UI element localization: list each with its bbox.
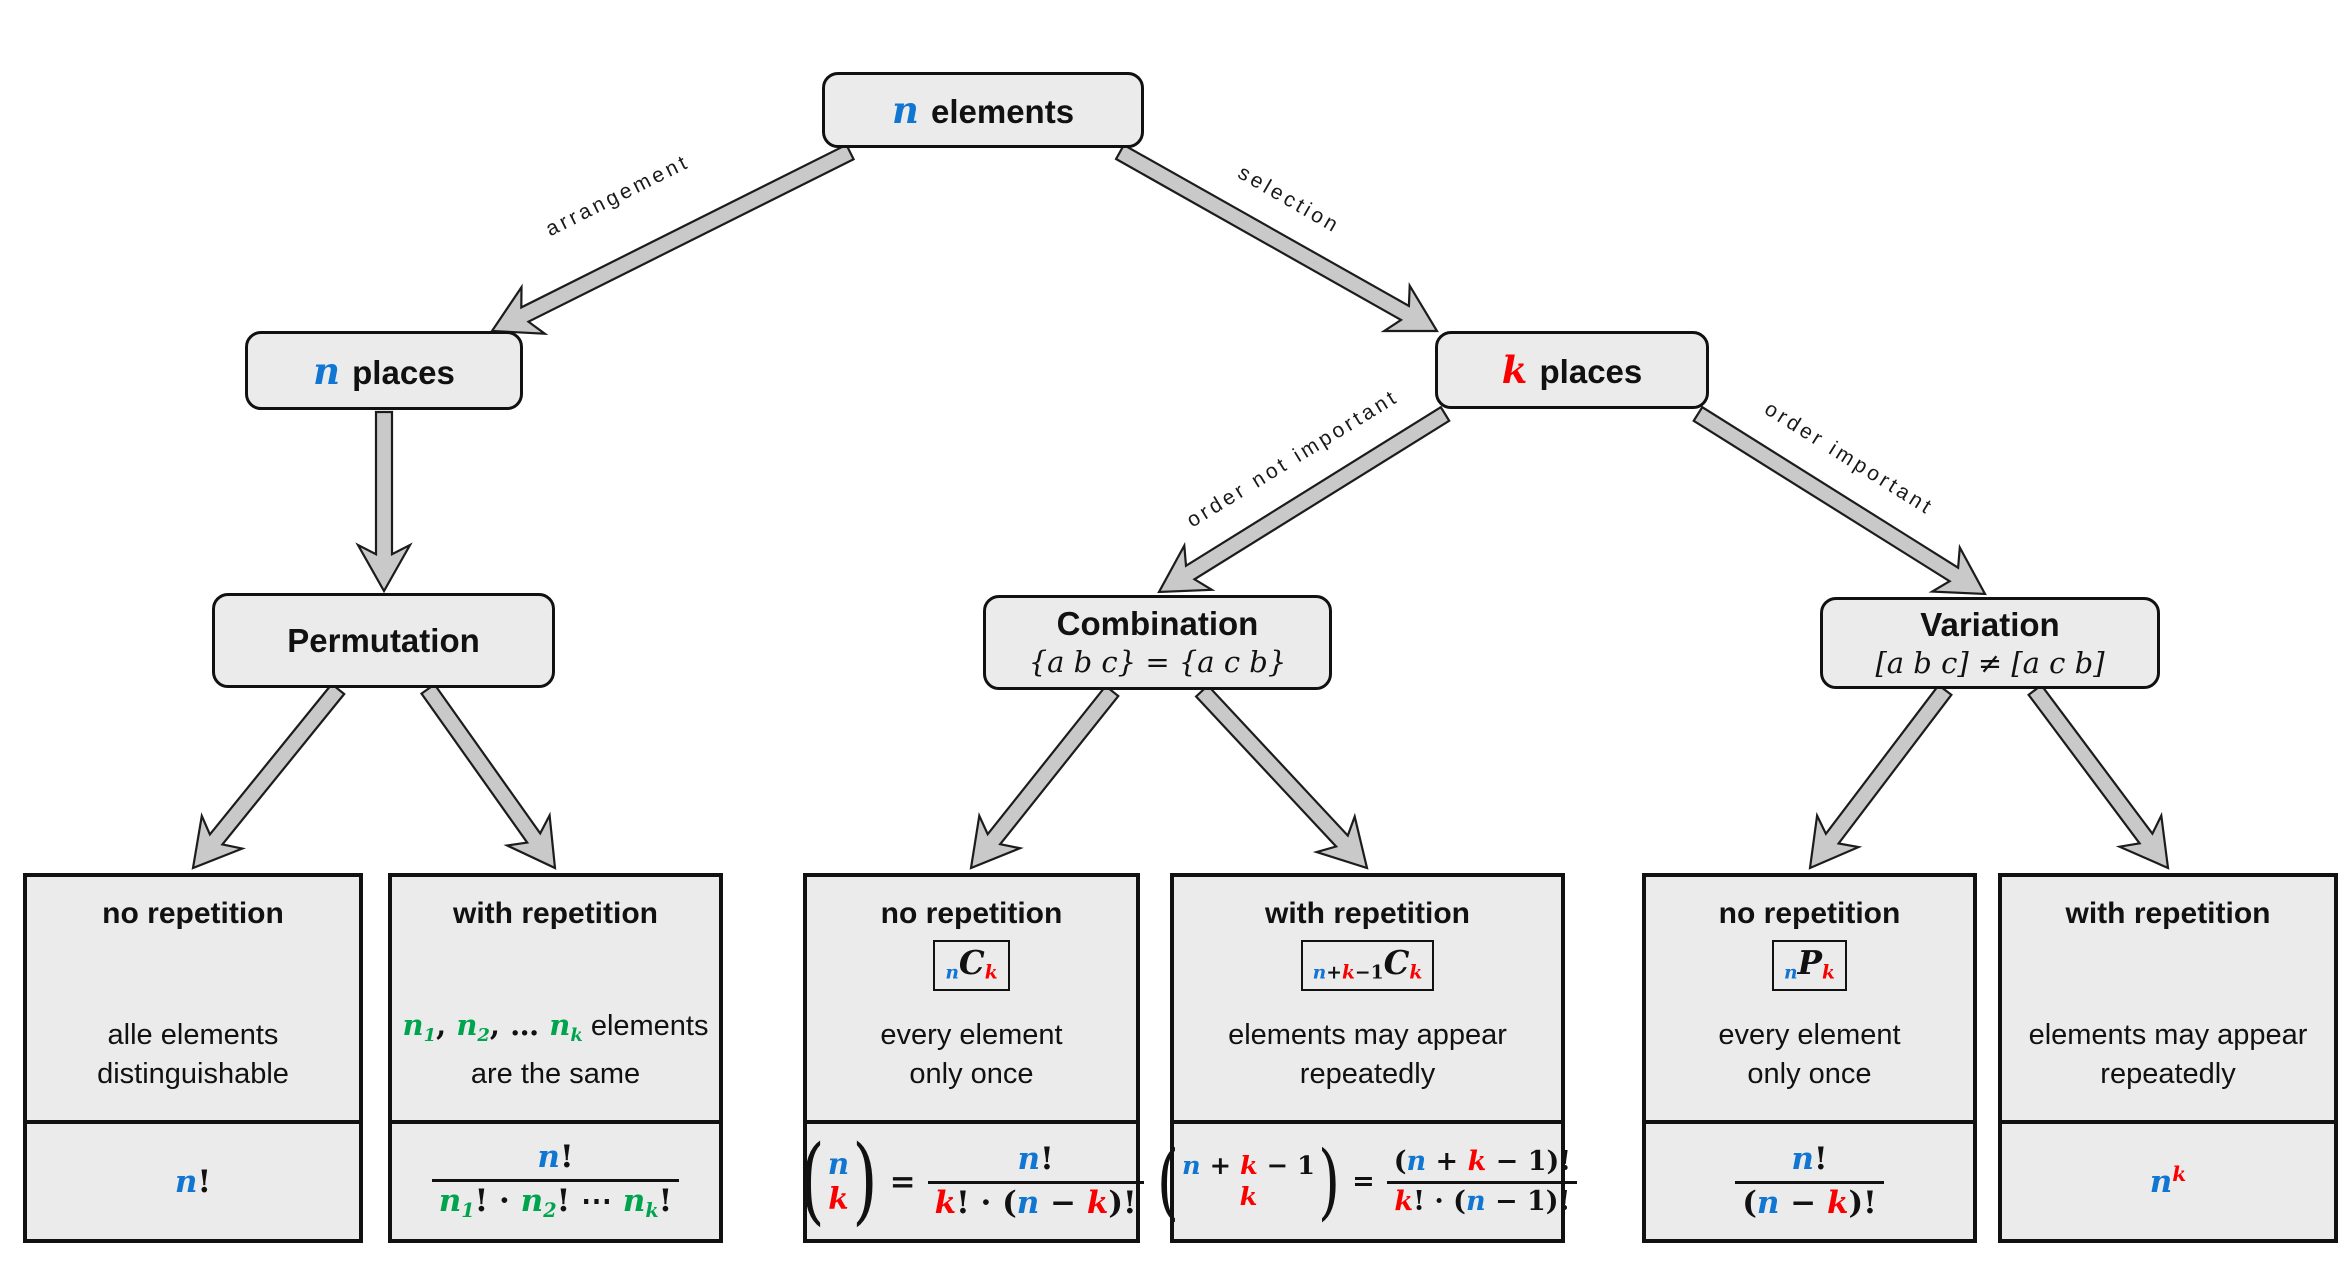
node-n-elements-label: n elements bbox=[891, 88, 1075, 132]
desc-line-2: only once bbox=[1747, 1058, 1872, 1090]
leaf-permutation-no-repetition-body: no repetition alle elements distinguisha… bbox=[27, 877, 359, 1124]
node-n-places: n places bbox=[245, 331, 523, 410]
fraction-denominator: n1! · n2! ⋯ nk! bbox=[431, 1178, 680, 1222]
equals-sign: = bbox=[1352, 1166, 1375, 1197]
leaf-formula: ( n k ) = n! k! · (n − k)! bbox=[799, 1124, 1144, 1239]
arrow-root-to-k-places bbox=[1114, 143, 1439, 333]
node-combination: Combination {a b c} = {a c b} bbox=[983, 595, 1332, 690]
formula-fraction: (n + k − 1)! k! · (n − 1)! bbox=[1387, 1146, 1578, 1216]
binomial-top: n bbox=[827, 1145, 850, 1181]
leaf-formula: ( n + k − 1 k ) = (n + k − 1)! k! · (n −… bbox=[1157, 1124, 1578, 1239]
binomial-stack: n k bbox=[825, 1145, 852, 1217]
binomial-stack: n + k − 1 k bbox=[1179, 1151, 1318, 1212]
fraction-numerator: n! bbox=[1017, 1141, 1054, 1178]
fraction-numerator: n! bbox=[1791, 1141, 1828, 1178]
arrow-permutation-to-with-rep bbox=[419, 682, 557, 870]
arrow-root-to-n-places bbox=[490, 143, 856, 335]
desc-line-1: every element bbox=[880, 1019, 1063, 1051]
leaf-variation-no-repetition-body: no repetition nPk every element only onc… bbox=[1646, 877, 1973, 1124]
arrow-combination-to-no-rep bbox=[969, 684, 1120, 870]
leaf-title: no repetition bbox=[102, 897, 284, 930]
arrow-combination-to-with-rep bbox=[1194, 683, 1369, 870]
desc-line-2: distinguishable bbox=[97, 1058, 289, 1090]
arrow-n-places-to-permutation bbox=[355, 410, 413, 594]
leaf-title: no repetition bbox=[1718, 897, 1901, 930]
leaf-formula: nk bbox=[2002, 1124, 2334, 1239]
node-combination-subtitle: {a b c} = {a c b} bbox=[1028, 645, 1287, 679]
arrow-k-places-to-variation bbox=[1692, 405, 1987, 596]
desc-line-2: are the same bbox=[470, 1058, 641, 1090]
leaf-description: elements may appear repeatedly bbox=[1228, 1016, 1507, 1094]
node-permutation: Permutation bbox=[212, 593, 555, 688]
desc-line-1: alle elements bbox=[107, 1019, 279, 1051]
notation-badge-n-plus-k-minus-1-Ck: n+k−1Ck bbox=[1300, 940, 1435, 991]
formula-fraction: n! n1! · n2! ⋯ nk! bbox=[431, 1139, 680, 1222]
leaf-variation-no-repetition: no repetition nPk every element only onc… bbox=[1642, 873, 1977, 1243]
node-combination-title: Combination bbox=[1056, 605, 1259, 642]
leaf-permutation-no-repetition: no repetition alle elements distinguisha… bbox=[23, 873, 363, 1243]
leaf-description: alle elements distinguishable bbox=[97, 1016, 289, 1094]
desc-line-1: elements may appear bbox=[1228, 1019, 1507, 1051]
binomial-bottom: k bbox=[1239, 1181, 1258, 1212]
leaf-formula: n! n1! · n2! ⋯ nk! bbox=[392, 1124, 719, 1239]
node-k-places: k places bbox=[1435, 331, 1709, 409]
leaf-description: every element only once bbox=[880, 1016, 1062, 1094]
node-n-places-label: n places bbox=[313, 348, 455, 393]
notation-badge-nPk: nPk bbox=[1772, 940, 1847, 991]
leaf-combination-with-repetition: with repetition n+k−1Ck elements may app… bbox=[1157, 873, 1578, 1243]
arrow-variation-to-with-rep bbox=[2027, 683, 2170, 870]
node-variation-subtitle: [a b c] ≠ [a c b] bbox=[1875, 645, 2105, 680]
node-variation-title: Variation bbox=[1920, 605, 2060, 643]
leaf-formula: n! bbox=[27, 1124, 359, 1239]
leaf-description: every element only once bbox=[1718, 1016, 1900, 1094]
formula-n-factorial: n! bbox=[174, 1163, 212, 1200]
formula-fraction: n! k! · (n − k)! bbox=[927, 1141, 1144, 1220]
leaf-title: with repetition bbox=[453, 897, 658, 930]
desc-line-1: elements may appear bbox=[2028, 1019, 2308, 1051]
formula-n-power-k: nk bbox=[2149, 1162, 2187, 1201]
leaf-title: no repetition bbox=[880, 897, 1063, 930]
leaf-description: elements may appear repeatedly bbox=[2029, 1016, 2308, 1094]
leaf-variation-with-repetition: with repetition elements may appear repe… bbox=[1998, 873, 2338, 1243]
desc-line-1: n1, n2, … nk elements bbox=[402, 1008, 709, 1046]
node-k-places-label: k places bbox=[1501, 348, 1643, 392]
leaf-combination-no-repetition-body: no repetition nCk every element only onc… bbox=[807, 877, 1136, 1124]
binomial-top: n + k − 1 bbox=[1181, 1151, 1315, 1182]
leaf-permutation-with-repetition-body: with repetition n1, n2, … nk elements ar… bbox=[392, 877, 719, 1124]
leaf-variation-with-repetition-body: with repetition elements may appear repe… bbox=[2002, 877, 2334, 1124]
desc-line-2: repeatedly bbox=[2100, 1058, 2236, 1090]
fraction-numerator: (n + k − 1)! bbox=[1393, 1146, 1572, 1178]
arrow-variation-to-no-rep bbox=[1808, 683, 1953, 870]
node-permutation-title: Permutation bbox=[287, 621, 480, 659]
binomial-coefficient: ( n + k − 1 k ) bbox=[1156, 1133, 1341, 1230]
arrow-permutation-to-no-rep bbox=[191, 682, 346, 870]
binomial-bottom: k bbox=[828, 1180, 849, 1216]
formula-fraction: n! (n − k)! bbox=[1735, 1141, 1884, 1220]
desc-line-1: every element bbox=[1718, 1019, 1901, 1051]
fraction-denominator: k! · (n − 1)! bbox=[1387, 1180, 1578, 1216]
leaf-combination-no-repetition: no repetition nCk every element only onc… bbox=[799, 873, 1144, 1243]
notation-badge-nCk: nCk bbox=[933, 940, 1010, 991]
fraction-denominator: k! · (n − k)! bbox=[927, 1180, 1144, 1220]
desc-line-2: only once bbox=[909, 1058, 1034, 1090]
leaf-combination-with-repetition-body: with repetition n+k−1Ck elements may app… bbox=[1174, 877, 1561, 1124]
leaf-title: with repetition bbox=[2065, 897, 2271, 930]
leaf-description: n1, n2, … nk elements are the same bbox=[403, 1006, 709, 1094]
fraction-denominator: (n − k)! bbox=[1735, 1180, 1884, 1220]
leaf-permutation-with-repetition: with repetition n1, n2, … nk elements ar… bbox=[388, 873, 723, 1243]
node-n-elements: n elements bbox=[822, 72, 1144, 148]
fraction-numerator: n! bbox=[537, 1139, 574, 1176]
equals-sign: = bbox=[889, 1163, 916, 1200]
binomial-coefficient: ( n k ) bbox=[799, 1126, 878, 1236]
node-variation: Variation [a b c] ≠ [a c b] bbox=[1820, 597, 2160, 689]
desc-line-2: repeatedly bbox=[1299, 1058, 1436, 1090]
leaf-title: with repetition bbox=[1265, 897, 1470, 930]
arrow-k-places-to-combination bbox=[1157, 405, 1451, 594]
leaf-formula: n! (n − k)! bbox=[1646, 1124, 1973, 1239]
